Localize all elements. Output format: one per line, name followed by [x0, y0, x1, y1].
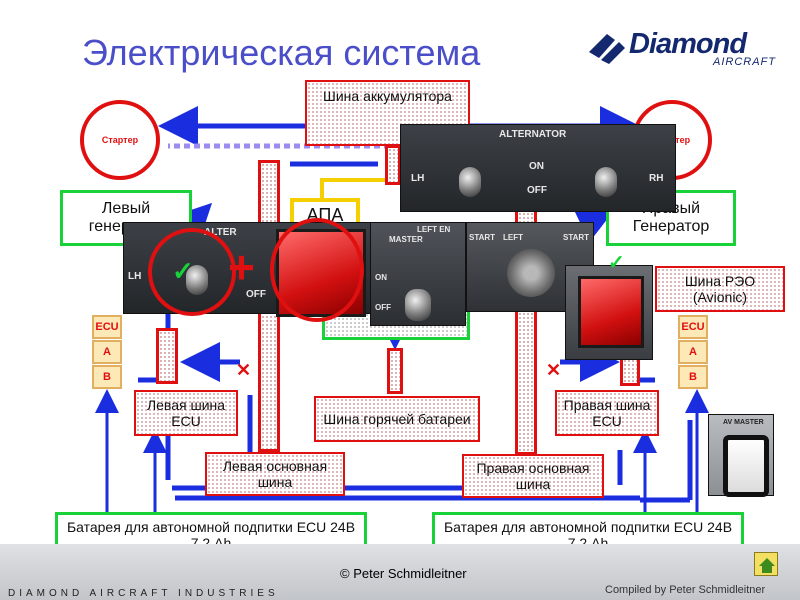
right-ecu-bus: Правая шина ECU — [555, 390, 659, 436]
master-toggle-switch[interactable] — [405, 289, 431, 321]
copyright: © Peter Schmidleitner — [340, 566, 467, 581]
footer-band — [0, 544, 800, 600]
home-button[interactable] — [754, 552, 778, 576]
left-cross-icon: ✕ — [236, 360, 252, 380]
alternator-off-label: OFF — [527, 185, 547, 196]
lh-alternator-switch[interactable] — [459, 167, 481, 197]
master-off-label: OFF — [375, 303, 391, 312]
left-main-bus: Левая основная шина — [205, 452, 345, 496]
yellow-wire — [320, 178, 385, 200]
avionic-bus: Шина РЭО (Avionic) — [655, 266, 785, 312]
battery-link-bar — [385, 145, 401, 185]
hot-battery-link-bar — [387, 348, 403, 394]
right-cross-icon: ✕ — [546, 360, 562, 380]
right-main-bus: Правая основная шина — [462, 454, 604, 498]
right-ecu-b: B — [678, 365, 708, 389]
inset-lh-label: LH — [128, 271, 142, 282]
av-master-switch[interactable] — [723, 435, 769, 497]
page-title: Электрическая система — [82, 32, 481, 73]
compiled-by: Compiled by Peter Schmidleitner — [605, 584, 766, 596]
rh-alternator-switch[interactable] — [595, 167, 617, 197]
home-icon — [759, 558, 775, 573]
blue-thin-wires — [95, 389, 709, 515]
av-master-photo: AV MASTER — [708, 414, 774, 497]
logo-word: Diamond — [629, 28, 747, 60]
avionic-rocker-switch[interactable] — [578, 276, 644, 348]
left-ecu-bus-bar — [156, 328, 178, 384]
right-ecu-label: ECU — [678, 315, 708, 339]
footer-company: DIAMOND AIRCRAFT INDUSTRIES — [8, 588, 279, 599]
alternator-panel-photo: ALTERNATOR LH RH ON OFF — [400, 124, 676, 212]
start-label-right: START — [563, 233, 590, 242]
avionic-check-icon: ✓ — [608, 252, 625, 274]
alternator-lh-label: LH — [411, 173, 425, 184]
alternator-header: ALTERNATOR — [499, 129, 567, 140]
left-ecu-bus: Левая шина ECU — [134, 390, 238, 436]
alternator-on-label: ON — [529, 161, 544, 172]
alternator-rh-label: RH — [649, 173, 664, 184]
left-starter: Стартер — [80, 100, 160, 180]
master-toggle-photo: LEFT EN MASTER ON OFF — [370, 222, 466, 326]
master-on-label: ON — [375, 273, 387, 282]
left-ecu-b: B — [92, 365, 122, 389]
master-highlight-ring — [270, 218, 364, 322]
logo-subtitle: AIRCRAFT — [713, 56, 776, 68]
diamond-logo: Diamond AIRCRAFT — [585, 26, 780, 76]
start-label-left: START — [469, 233, 496, 242]
left-ecu-a: A — [92, 340, 122, 364]
right-ecu-a: A — [678, 340, 708, 364]
master-left-en-label: LEFT EN — [417, 225, 451, 234]
hot-battery-bus: Шина горячей батареи — [314, 396, 480, 442]
avionic-switch-photo — [565, 265, 653, 360]
left-ecu-label: ECU — [92, 315, 122, 339]
master-label: MASTER — [389, 235, 423, 244]
alternator-highlight-ring — [148, 228, 236, 316]
av-master-label: AV MASTER — [723, 419, 764, 426]
inset-alter-label: ALTER — [204, 227, 237, 238]
start-key-switch[interactable] — [507, 249, 555, 297]
diamond-logo-icon — [589, 34, 625, 64]
start-left-label: LEFT — [503, 233, 523, 242]
inset-off-label: OFF — [246, 289, 266, 300]
